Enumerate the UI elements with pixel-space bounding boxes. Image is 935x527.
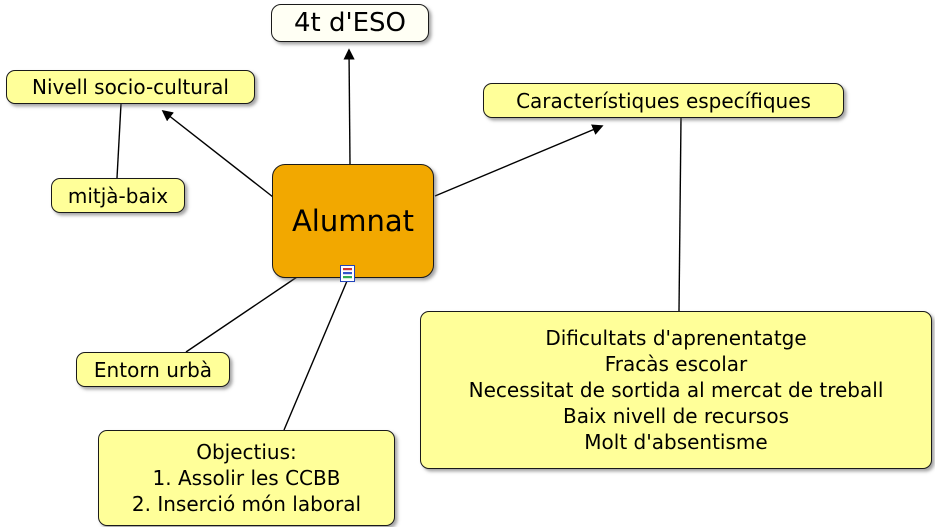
- node-alumnat[interactable]: Alumnat: [272, 164, 434, 278]
- node-objectius[interactable]: Objectius: 1. Assolir les CCBB 2. Inserc…: [98, 430, 395, 526]
- node-mitja-baix-label: mitjà-baix: [67, 183, 169, 208]
- node-dificultats-line-3: Necessitat de sortida al mercat de treba…: [468, 378, 884, 402]
- node-dificultats-line-5: Molt d'absentisme: [584, 430, 768, 454]
- attached-resource-icon[interactable]: [340, 265, 355, 282]
- node-objectius-line-1: Objectius:: [196, 440, 297, 464]
- node-caracteristiques-especifiques-label: Característiques específiques: [516, 88, 811, 113]
- node-mitja-baix[interactable]: mitjà-baix: [51, 178, 185, 213]
- node-nivell-socio-cultural[interactable]: Nivell socio-cultural: [6, 70, 255, 104]
- node-nivell-socio-cultural-label: Nivell socio-cultural: [32, 75, 229, 99]
- connector-alumnat-objectius: [283, 280, 348, 431]
- connector-alumnat-caracteristiques: [434, 124, 604, 197]
- node-4t-deso-label: 4t d'ESO: [293, 8, 407, 38]
- connector-nivell-mitja: [116, 103, 122, 179]
- connector-caracteristiques-dificultats: [678, 117, 682, 312]
- node-dificultats[interactable]: Dificultats d'aprenentatge Fracàs escola…: [420, 311, 932, 469]
- node-objectius-line-2: 1. Assolir les CCBB: [152, 466, 341, 490]
- node-4t-deso[interactable]: 4t d'ESO: [271, 4, 429, 42]
- node-objectius-line-3: 2. Inserció món laboral: [131, 492, 362, 516]
- node-dificultats-line-4: Baix nivell de recursos: [563, 404, 789, 428]
- node-dificultats-line-1: Dificultats d'aprenentatge: [545, 326, 807, 350]
- node-entorn-urba[interactable]: Entorn urbà: [76, 352, 230, 387]
- node-caracteristiques-especifiques[interactable]: Característiques específiques: [483, 83, 844, 118]
- node-alumnat-label: Alumnat: [291, 204, 415, 238]
- connector-alumnat-entorn: [185, 276, 298, 353]
- connector-alumnat-eso: [343, 48, 355, 165]
- node-entorn-urba-label: Entorn urbà: [93, 357, 213, 382]
- node-dificultats-line-2: Fracàs escolar: [604, 352, 748, 376]
- connector-alumnat-nivell: [161, 109, 274, 198]
